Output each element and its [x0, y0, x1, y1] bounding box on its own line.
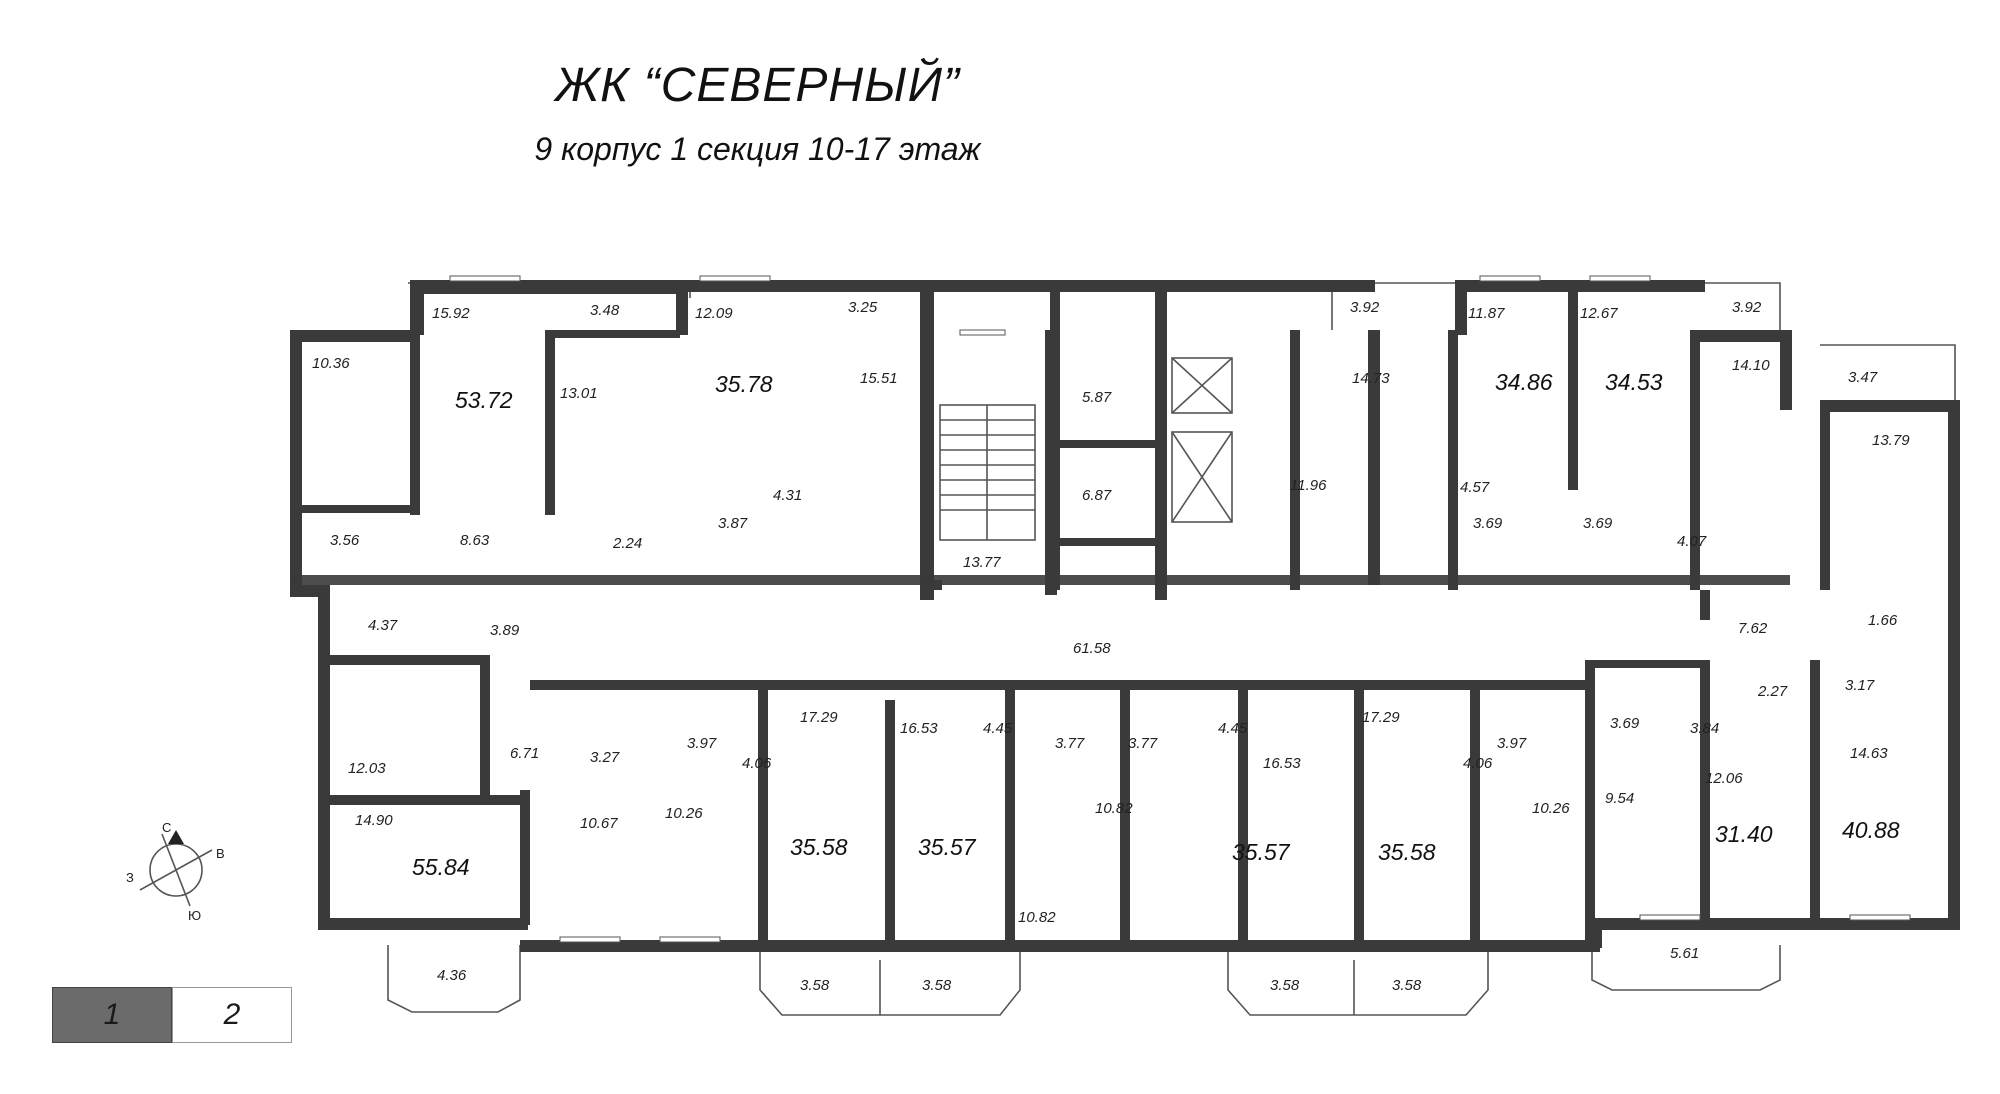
room-area: 13.79 [1872, 432, 1910, 449]
apartment-total: 34.53 [1605, 369, 1663, 395]
room-area: 6.71 [510, 745, 539, 762]
page-subtitle: 9 корпус 1 секция 10-17 этаж [534, 131, 981, 167]
compass-rose: С В Ю З [126, 820, 225, 923]
apartment-total: 55.84 [412, 854, 470, 880]
room-area: 3.48 [590, 302, 620, 319]
compass-north: С [162, 820, 171, 835]
room-area: 3.92 [1350, 299, 1380, 316]
room-area: 4.07 [1677, 533, 1707, 550]
room-area: 14.90 [355, 812, 393, 829]
room-area: 3.87 [718, 515, 748, 532]
apartment-total: 35.57 [1232, 839, 1291, 865]
room-area: 10.26 [665, 805, 703, 822]
room-area: 3.77 [1128, 735, 1158, 752]
room-area: 4.45 [1218, 720, 1248, 737]
room-areas: 15.92 3.48 12.09 3.25 3.92 11.87 12.67 3… [312, 299, 1910, 994]
section-tab-2[interactable]: 2 [172, 987, 292, 1043]
room-area: 14.10 [1732, 357, 1770, 374]
room-area: 10.82 [1095, 800, 1133, 817]
room-area: 11.96 [1290, 477, 1327, 494]
room-area: 4.57 [1460, 479, 1490, 496]
room-area: 10.36 [312, 355, 350, 372]
room-area: 4.37 [368, 617, 398, 634]
room-area: 3.84 [1690, 720, 1719, 737]
room-area: 16.53 [1263, 755, 1301, 772]
room-area: 3.27 [590, 749, 620, 766]
room-area: 10.67 [580, 815, 618, 832]
room-area: 11.87 [1468, 305, 1505, 322]
room-area: 3.17 [1845, 677, 1875, 694]
room-area: 4.31 [773, 487, 802, 504]
room-area: 4.06 [1463, 755, 1493, 772]
room-area: 3.25 [848, 299, 878, 316]
room-area: 3.69 [1610, 715, 1640, 732]
room-area: 15.92 [432, 305, 470, 322]
room-area: 12.67 [1580, 305, 1618, 322]
room-area: 4.45 [983, 720, 1013, 737]
room-area: 7.62 [1738, 620, 1768, 637]
room-area: 6.87 [1082, 487, 1112, 504]
room-area: 3.56 [330, 532, 360, 549]
compass-west: З [126, 870, 134, 885]
room-area: 3.58 [922, 977, 952, 994]
apartment-total: 35.57 [918, 834, 977, 860]
apartment-total: 31.40 [1715, 821, 1773, 847]
room-area: 4.06 [742, 755, 772, 772]
room-area: 16.53 [900, 720, 938, 737]
room-area: 3.97 [1497, 735, 1527, 752]
room-area: 3.69 [1583, 515, 1613, 532]
room-area: 3.58 [1392, 977, 1422, 994]
room-area: 12.03 [348, 760, 386, 777]
compass-south: Ю [188, 908, 201, 923]
interior-walls [290, 290, 1830, 945]
apartment-totals: 53.72 35.78 34.86 34.53 55.84 35.58 35.5… [412, 369, 1900, 880]
apartment-total: 34.86 [1495, 369, 1553, 395]
room-area: 3.47 [1848, 369, 1878, 386]
room-area: 3.97 [687, 735, 717, 752]
room-area: 8.63 [460, 532, 490, 549]
room-area: 14.63 [1850, 745, 1888, 762]
section-tab-1[interactable]: 1 [52, 987, 172, 1043]
room-area: 15.51 [860, 370, 898, 387]
room-area: 17.29 [1362, 709, 1400, 726]
room-area: 2.24 [612, 535, 642, 552]
room-area: 3.69 [1473, 515, 1503, 532]
apartment-total: 53.72 [455, 387, 513, 413]
stair-core [939, 404, 1036, 541]
room-area: 12.06 [1705, 770, 1743, 787]
room-area: 10.26 [1532, 800, 1570, 817]
room-area: 3.92 [1732, 299, 1762, 316]
room-area: 12.09 [695, 305, 733, 322]
room-area: 61.58 [1073, 640, 1111, 657]
room-area: 1.66 [1868, 612, 1898, 629]
apartment-total: 40.88 [1842, 817, 1900, 843]
room-area: 13.01 [560, 385, 598, 402]
apartment-total: 35.58 [1378, 839, 1436, 865]
room-area: 10.82 [1018, 909, 1056, 926]
apartment-total: 35.78 [715, 371, 773, 397]
room-area: 5.61 [1670, 945, 1699, 962]
room-area: 3.77 [1055, 735, 1085, 752]
room-area: 14.73 [1352, 370, 1390, 387]
windows [449, 275, 1911, 943]
apartment-total: 35.58 [790, 834, 848, 860]
room-area: 3.58 [1270, 977, 1300, 994]
page-title: ЖК “СЕВЕРНЫЙ” [555, 59, 960, 112]
elevators [1171, 357, 1233, 523]
room-area: 2.27 [1757, 683, 1788, 700]
balconies [387, 282, 1956, 1016]
room-area: 17.29 [800, 709, 838, 726]
room-area: 3.89 [490, 622, 520, 639]
compass-east: В [216, 846, 225, 861]
room-area: 5.87 [1082, 389, 1112, 406]
room-area: 13.77 [963, 554, 1001, 571]
room-area: 3.58 [800, 977, 830, 994]
room-area: 4.36 [437, 967, 467, 984]
room-area: 9.54 [1605, 790, 1634, 807]
